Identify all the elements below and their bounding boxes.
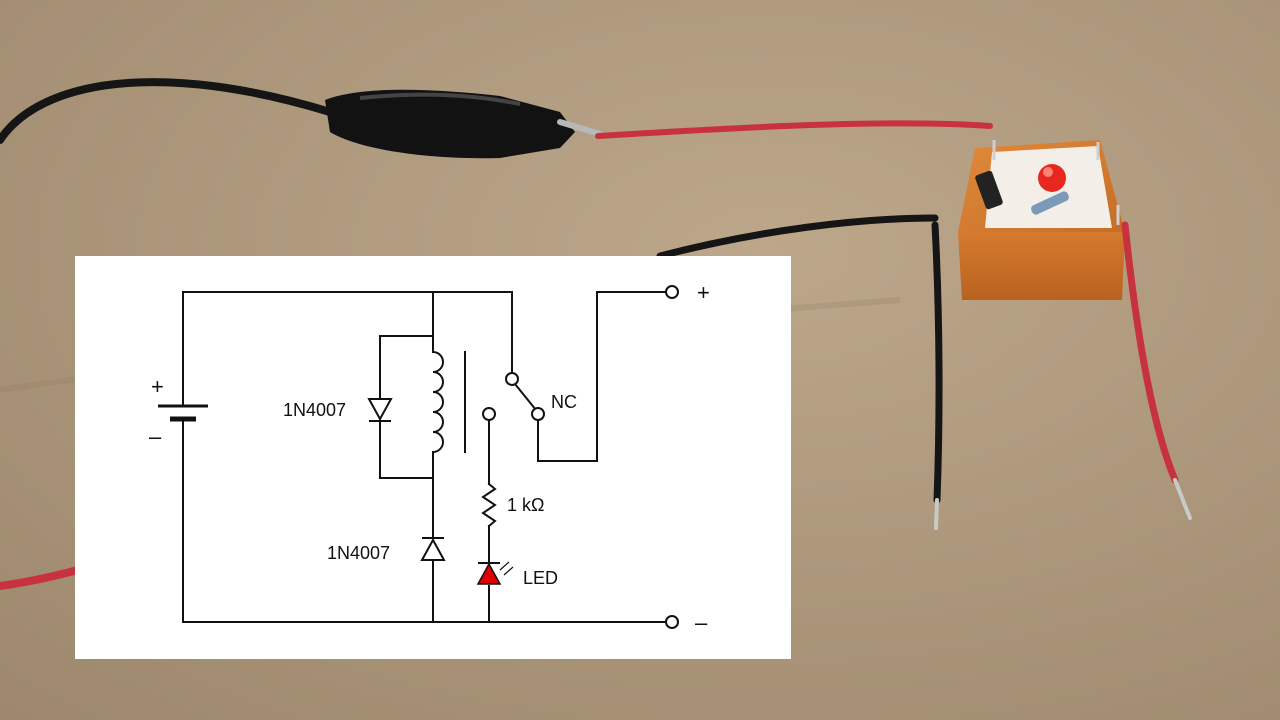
diode-series <box>420 537 446 561</box>
red-wire-bottom <box>0 566 82 590</box>
relay <box>958 140 1125 300</box>
battery-minus-label: – <box>149 424 162 449</box>
nc-contact-label: NC <box>551 392 577 412</box>
diode-flyback <box>367 398 393 478</box>
terminal-plus-label: + <box>697 280 710 305</box>
relay-coil <box>431 350 444 454</box>
battery <box>158 404 208 422</box>
black-wire-tip <box>934 498 939 530</box>
red-wire-lead <box>1121 221 1179 484</box>
output-terminal-minus[interactable] <box>665 615 679 629</box>
schematic-panel: + – + – 1N4007 1N4007 NC 1 kΩ LED <box>75 256 791 659</box>
diode-series-label: 1N4007 <box>327 543 390 563</box>
black-wire-lead <box>931 221 943 504</box>
black-wire-top <box>0 78 334 144</box>
switch-common-contact <box>505 372 519 386</box>
red-wire-top <box>595 120 993 139</box>
red-wire-tip <box>1173 478 1192 520</box>
terminal-minus-label: – <box>695 610 708 635</box>
led-label: LED <box>523 568 558 588</box>
battery-plus-label: + <box>151 374 164 399</box>
output-terminal-plus[interactable] <box>665 285 679 299</box>
black-wire-middle <box>656 214 939 260</box>
resistor-1k <box>481 482 497 528</box>
alligator-clip <box>325 89 603 159</box>
switch-no-contact <box>482 407 496 421</box>
led <box>476 561 514 585</box>
wire-nc-output <box>537 291 666 462</box>
relay-circuit-schematic: + – + – 1N4007 1N4007 NC 1 kΩ LED <box>149 280 710 635</box>
led-bulb <box>1038 164 1066 192</box>
switch-arm <box>513 382 538 412</box>
switch-nc-contact <box>531 407 545 421</box>
diode-flyback-label: 1N4007 <box>283 400 346 420</box>
resistor-label: 1 kΩ <box>507 495 544 515</box>
wire-flyback-loop <box>379 335 434 479</box>
